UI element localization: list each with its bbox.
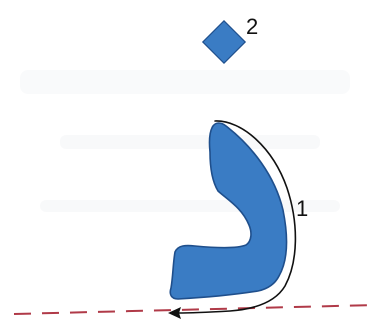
- background-texture: [20, 70, 350, 212]
- step-number-2: 2: [246, 14, 258, 39]
- step-number-1: 1: [296, 196, 308, 221]
- letter-dot-diamond: [203, 21, 245, 63]
